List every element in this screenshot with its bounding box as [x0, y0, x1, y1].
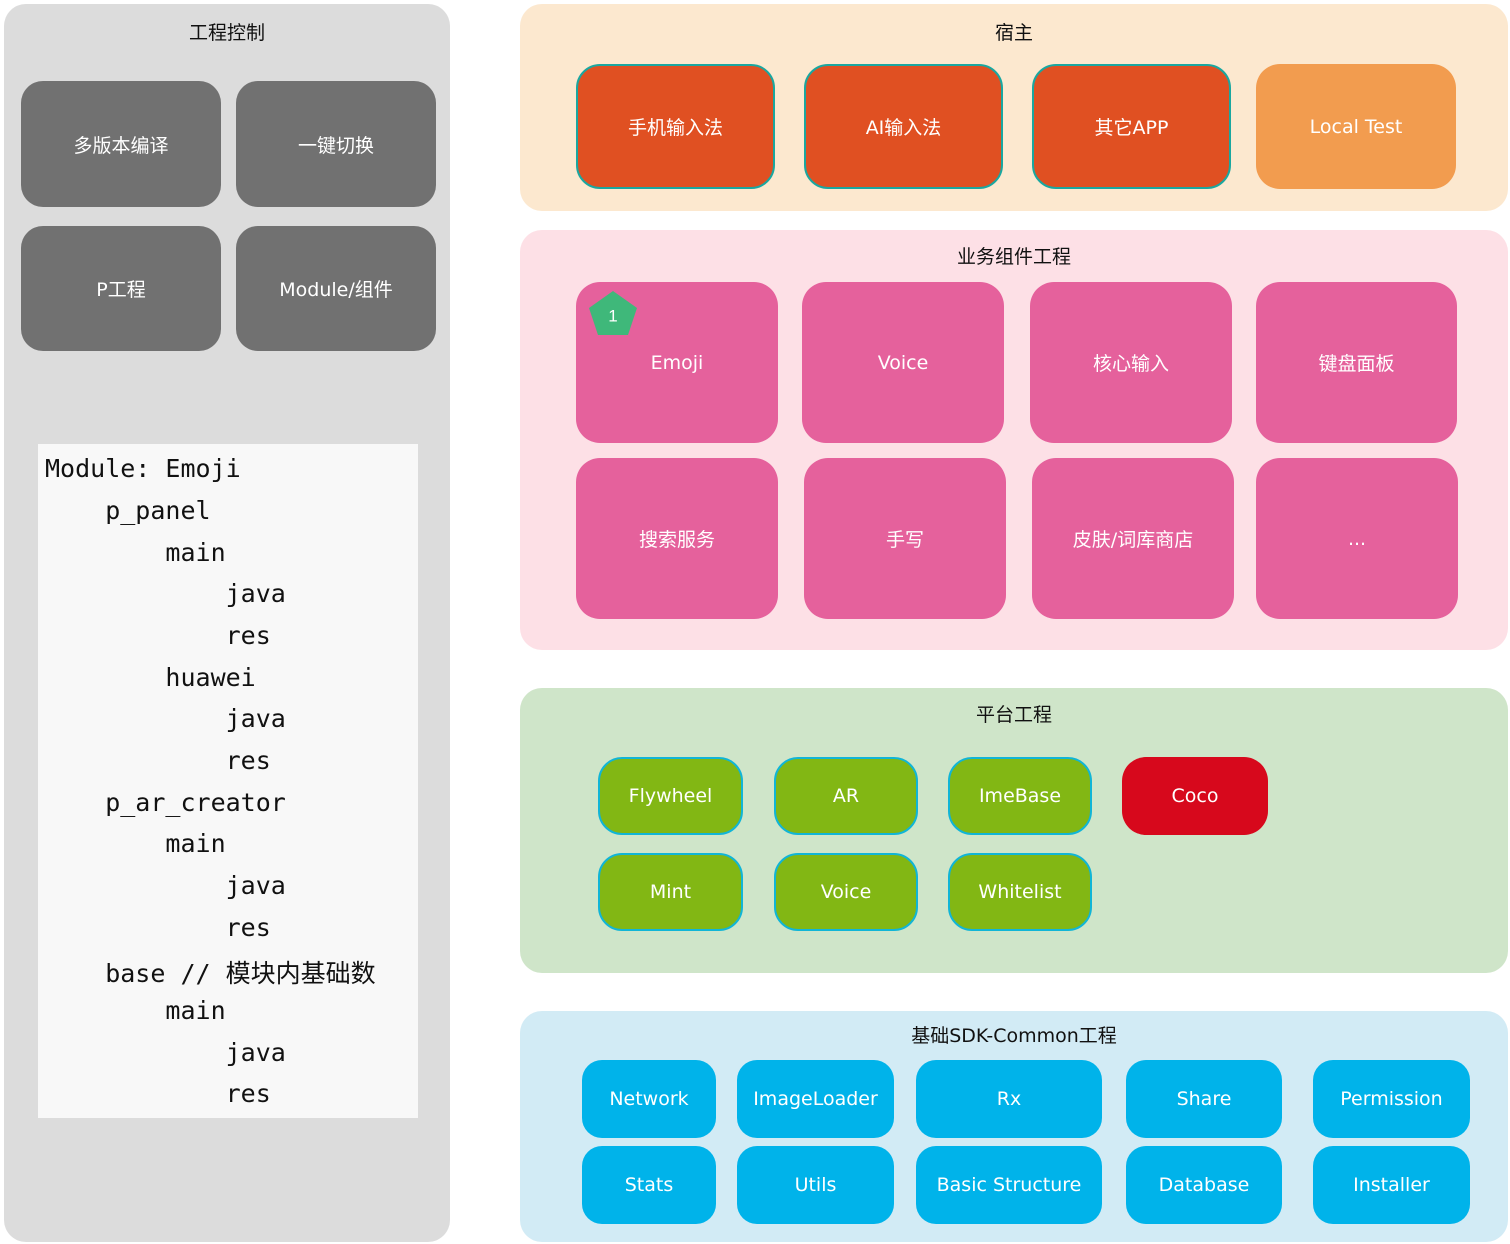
sdk-item[interactable]: Installer — [1313, 1146, 1470, 1224]
sdk-item[interactable]: Permission — [1313, 1060, 1470, 1138]
code-line: res — [45, 621, 271, 650]
code-line: main — [45, 538, 226, 567]
sdk-item[interactable]: Share — [1126, 1060, 1282, 1138]
host-item[interactable]: 手机输入法 — [576, 64, 775, 189]
one-click-switch-button[interactable]: 一键切换 — [236, 81, 436, 207]
code-line: res — [45, 746, 271, 775]
code-line: huawei — [45, 663, 256, 692]
sdk-item[interactable]: ImageLoader — [737, 1060, 894, 1138]
code-line: java — [45, 704, 286, 733]
sdk-item[interactable]: Rx — [916, 1060, 1102, 1138]
platform-item[interactable]: ImeBase — [948, 757, 1092, 835]
platform-item[interactable]: Flywheel — [598, 757, 743, 835]
code-line: main — [45, 829, 226, 858]
code-line: java — [45, 1038, 286, 1067]
business-item[interactable]: 皮肤/词库商店 — [1032, 458, 1234, 619]
host-item[interactable]: Local Test — [1256, 64, 1456, 189]
business-item[interactable]: Voice — [802, 282, 1004, 443]
business-item[interactable]: 键盘面板 — [1256, 282, 1457, 443]
business-item[interactable]: 核心输入 — [1030, 282, 1232, 443]
code-line: base // 模块内基础数 — [45, 959, 376, 988]
module-structure-code: Module: Emoji p_panel main java res huaw… — [38, 444, 418, 1118]
platform-item[interactable]: Whitelist — [948, 853, 1092, 931]
host-item[interactable]: 其它APP — [1032, 64, 1231, 189]
pentagon-badge-icon — [589, 291, 637, 335]
business-title: 业务组件工程 — [956, 246, 1071, 268]
platform-title: 平台工程 — [975, 704, 1052, 726]
business-item[interactable]: 手写 — [804, 458, 1006, 619]
sdk-item[interactable]: Network — [582, 1060, 716, 1138]
multi-version-build-button[interactable]: 多版本编译 — [21, 81, 221, 207]
sdk-item[interactable]: Utils — [737, 1146, 894, 1224]
sdk-item[interactable]: Basic Structure — [916, 1146, 1102, 1224]
badge-number: 1 — [608, 306, 617, 325]
business-item[interactable]: Emoji — [576, 282, 778, 443]
platform-item[interactable]: AR — [774, 757, 918, 835]
code-line: java — [45, 579, 286, 608]
p-project-button[interactable]: P工程 — [21, 226, 221, 351]
code-line: res — [45, 913, 271, 942]
platform-item[interactable]: Coco — [1122, 757, 1268, 835]
host-item[interactable]: AI输入法 — [804, 64, 1003, 189]
sdk-item[interactable]: Database — [1126, 1146, 1282, 1224]
platform-item[interactable]: Voice — [774, 853, 918, 931]
business-item[interactable]: ... — [1256, 458, 1458, 619]
code-line: java — [45, 871, 286, 900]
business-item[interactable]: 搜索服务 — [576, 458, 778, 619]
code-line: main — [45, 996, 226, 1025]
code-line: p_panel — [45, 496, 211, 525]
code-line: res — [45, 1079, 271, 1108]
module-component-button[interactable]: Module/组件 — [236, 226, 436, 351]
code-line: Module: Emoji — [45, 454, 241, 483]
host-title: 宿主 — [994, 22, 1033, 44]
sdk-item[interactable]: Stats — [582, 1146, 716, 1224]
sdk-title: 基础SDK-Common工程 — [911, 1025, 1117, 1047]
code-line: p_ar_creator — [45, 788, 286, 817]
project-control-title: 工程控制 — [188, 22, 265, 44]
platform-item[interactable]: Mint — [598, 853, 743, 931]
number-badge: 1 — [589, 291, 637, 335]
